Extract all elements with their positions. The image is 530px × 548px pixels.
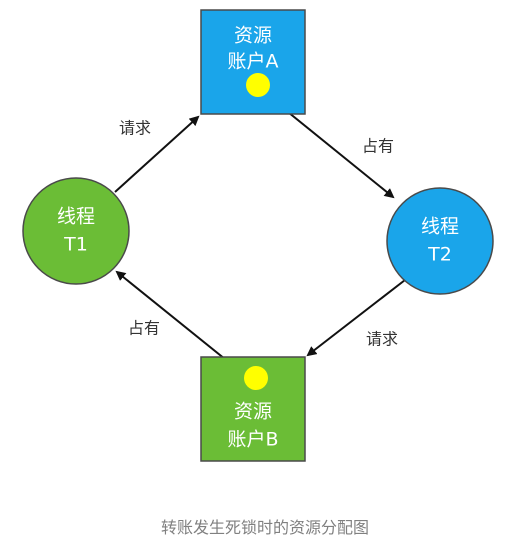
thread-t2-line2: T2 [427, 244, 452, 266]
resource-b-line2: 账户B [227, 429, 278, 451]
resource-b-line1: 资源 [234, 401, 272, 423]
edge-label-a-held-by-t2: 占有 [362, 137, 394, 156]
thread-t2-line1: 线程 [421, 216, 459, 238]
resource-a-line1: 资源 [234, 25, 272, 47]
thread-t1: 线程 T1 [22, 177, 130, 285]
resource-a-line2: 账户A [228, 51, 279, 73]
resource-allocation-diagram: 请求 占有 请求 占有 资源 账户A 资源 账户B 线程 T1 线程 T2 [22, 9, 494, 462]
edge-t1-requests-a [114, 115, 200, 193]
edge-label-b-held-by-t1: 占有 [128, 319, 160, 338]
thread-t2: 线程 T2 [386, 187, 494, 295]
edge-label-t2-requests-b: 请求 [366, 330, 398, 349]
lock-dot-a [246, 73, 270, 97]
edge-t2-requests-b [306, 279, 406, 357]
thread-t1-line1: 线程 [57, 206, 95, 228]
edge-label-t1-requests-a: 请求 [119, 119, 151, 138]
resource-account-b: 资源 账户B [200, 356, 306, 462]
figure-caption: 转账发生死锁时的资源分配图 [160, 518, 369, 537]
lock-dot-b [244, 366, 268, 390]
resource-account-a: 资源 账户A [200, 9, 306, 115]
thread-t1-line2: T1 [63, 234, 88, 256]
